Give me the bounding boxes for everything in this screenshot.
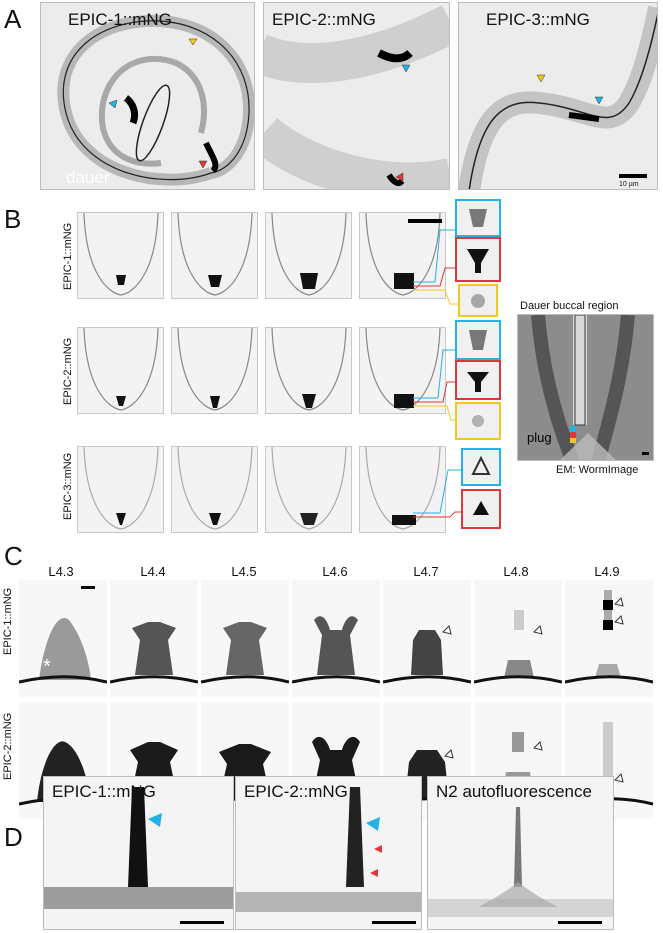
em-title: Dauer buccal region <box>520 300 619 312</box>
n2-autofluorescence-structure <box>428 807 613 917</box>
inset-red <box>455 360 501 400</box>
stage-label: L4.6 <box>322 564 348 579</box>
worm-dauer-coil-1 <box>57 14 254 186</box>
inset-red <box>455 237 501 282</box>
panel-c-tile: * <box>19 580 107 697</box>
panel-a-image-epic1 <box>40 2 255 190</box>
panel-b-tile <box>265 446 352 533</box>
worm-s-curve <box>459 5 657 189</box>
inset-cyan <box>455 320 501 360</box>
panel-a-title-1: EPIC-1::mNG <box>68 10 172 29</box>
panel-b-tile <box>77 327 164 414</box>
panel-c-tile <box>292 580 380 697</box>
panel-letter-b: B <box>4 204 22 234</box>
plug-color-red <box>570 432 576 438</box>
panel-letter-d: D <box>4 822 23 852</box>
panel-b-tile <box>77 212 164 299</box>
panel-a-title-3: EPIC-3::mNG <box>486 10 590 29</box>
stage-label-dauer: dauer <box>66 168 110 187</box>
panel-b-tile <box>171 212 258 299</box>
panel-c-tile <box>383 580 471 697</box>
scale-bar <box>372 921 416 924</box>
panel-b-tile <box>77 446 164 533</box>
hollow-arrowhead-icon <box>442 625 452 635</box>
panel-b-tile <box>359 327 446 414</box>
asterisk-label: * <box>43 656 51 678</box>
inset-yellow <box>455 402 501 440</box>
em-credit: EM: WormImage <box>556 464 639 476</box>
panel-c-row-label-2: EPIC-2::mNG <box>2 712 14 780</box>
hollow-arrowhead-icon <box>614 773 624 783</box>
stage-label: L4.7 <box>413 564 439 579</box>
panel-d-image-n2 <box>427 776 614 930</box>
hollow-arrowhead-icon <box>614 597 624 607</box>
panel-b-row-label-3: EPIC-3::mNG <box>62 452 74 520</box>
panel-c-tile <box>565 580 653 697</box>
panel-b-tile <box>171 327 258 414</box>
epic2-stalk <box>236 787 421 912</box>
panel-a-image-epic3: 10 µm <box>458 2 658 190</box>
panel-b-tile <box>265 327 352 414</box>
panel-c-tile <box>474 580 562 697</box>
panel-a-image-epic2 <box>263 2 450 190</box>
scale-bar <box>408 219 442 223</box>
panel-b-row-label-1: EPIC-1::mNG <box>62 222 74 290</box>
hollow-arrowhead-icon <box>444 749 454 759</box>
inset-cyan <box>461 448 501 486</box>
panel-c-row-label-1: EPIC-1::mNG <box>2 587 14 655</box>
panel-b-tile <box>359 212 446 299</box>
panel-d-image-epic2 <box>235 776 422 930</box>
panel-c-tile <box>201 580 289 697</box>
scale-bar-label: 10 µm <box>619 181 639 188</box>
inset-yellow <box>458 284 498 317</box>
panel-c-tile <box>110 580 198 697</box>
scale-bar <box>642 452 649 455</box>
plug-label: plug <box>527 430 552 445</box>
panel-b-tile <box>171 446 258 533</box>
inset-cyan <box>455 199 501 237</box>
plug-color-cyan <box>570 426 576 432</box>
panel-b-row-label-2: EPIC-2::mNG <box>62 337 74 405</box>
scale-bar <box>180 921 224 924</box>
epic1-stalk <box>44 787 233 909</box>
panel-b-tile <box>359 446 446 533</box>
plug-color-yellow <box>570 438 576 443</box>
em-buccal-structure <box>518 315 653 460</box>
em-image: plug <box>517 314 654 461</box>
stage-label: L4.8 <box>503 564 529 579</box>
panel-d-image-epic1 <box>43 776 234 930</box>
worm-body-segment <box>264 5 449 189</box>
panel-b-tile <box>265 212 352 299</box>
panel-letter-a: A <box>4 4 22 34</box>
panel-d-title-3: N2 autofluorescence <box>436 782 592 801</box>
panel-letter-c: C <box>4 541 23 571</box>
inset-red <box>461 489 501 529</box>
stage-label: L4.5 <box>231 564 257 579</box>
panel-a-title-2: EPIC-2::mNG <box>272 10 376 29</box>
hollow-arrowhead-icon <box>614 615 624 625</box>
scale-bar <box>558 921 602 924</box>
panel-d-title-2: EPIC-2::mNG <box>244 782 348 801</box>
stage-label: L4.3 <box>48 564 74 579</box>
stage-label: L4.4 <box>140 564 166 579</box>
stage-label: L4.9 <box>594 564 620 579</box>
panel-d-title-1: EPIC-1::mNG <box>52 782 156 801</box>
hollow-arrowhead-icon <box>533 741 543 751</box>
hollow-arrowhead-icon <box>533 625 543 635</box>
scale-bar <box>619 174 647 178</box>
